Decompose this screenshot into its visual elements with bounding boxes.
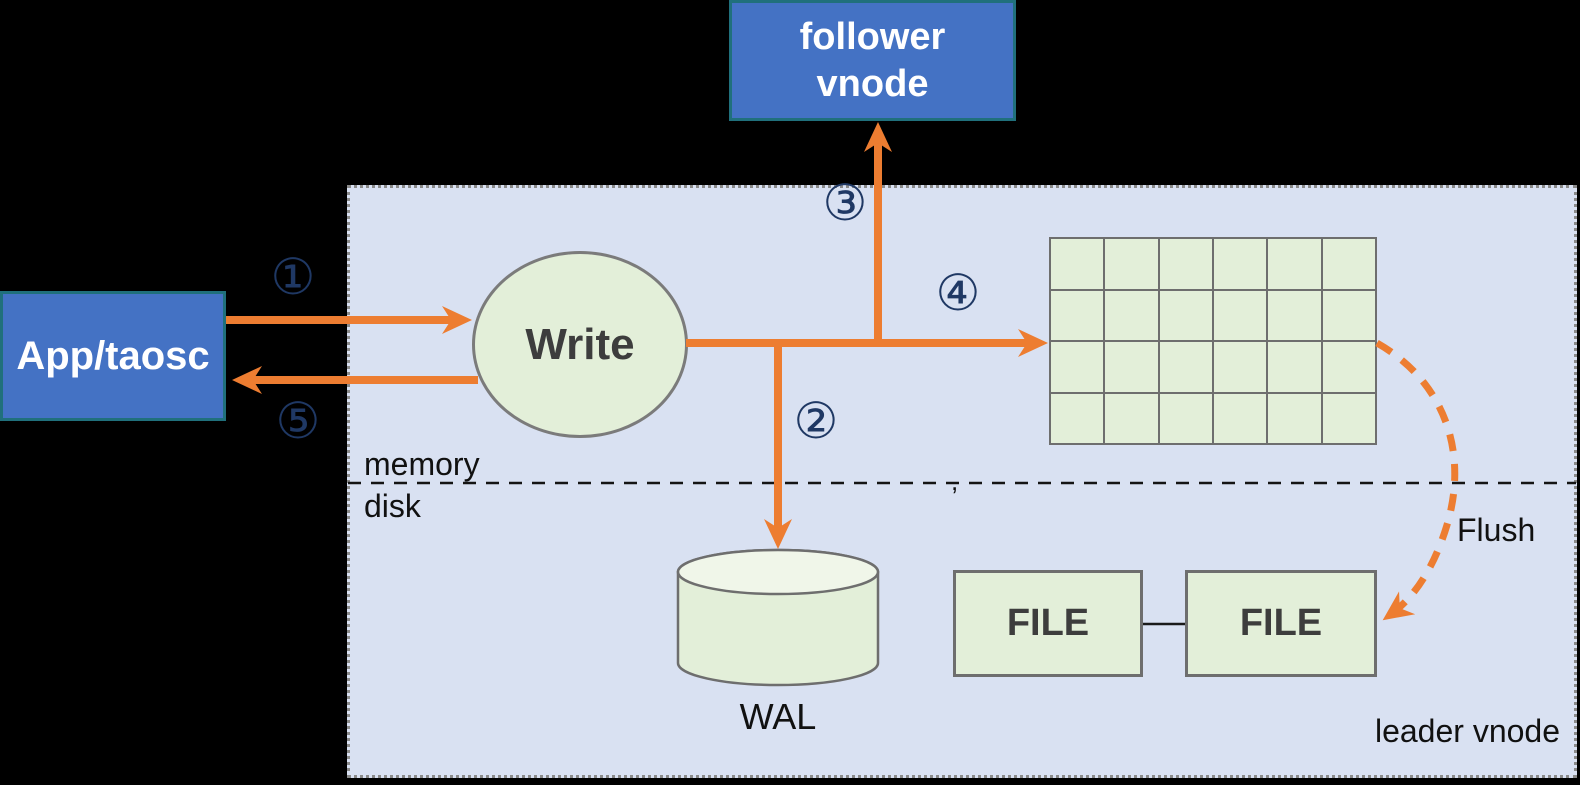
memtable-cell bbox=[1105, 342, 1158, 392]
write-circle: Write bbox=[472, 251, 688, 438]
memtable-cell bbox=[1268, 342, 1321, 392]
leader-vnode-label: leader vnode bbox=[1374, 713, 1560, 749]
memtable-cell bbox=[1322, 290, 1375, 340]
memtable-cell bbox=[1322, 342, 1375, 392]
memtable-cell bbox=[1159, 393, 1212, 443]
app-taosc-label: App/taosc bbox=[16, 333, 210, 378]
step-4-badge: ④ bbox=[935, 264, 981, 322]
memtable-cell bbox=[1322, 393, 1375, 443]
memtable-cell bbox=[1213, 393, 1267, 443]
memtable-cell bbox=[1213, 239, 1267, 289]
memtable-cell bbox=[1213, 342, 1267, 392]
memtable-cell bbox=[1268, 239, 1321, 289]
memory-label: memory bbox=[364, 446, 480, 482]
wal-label: WAL bbox=[739, 696, 817, 737]
step-5-badge: ⑤ bbox=[275, 392, 321, 450]
app-taosc-box: App/taosc bbox=[0, 291, 226, 421]
flush-label: Flush bbox=[1457, 512, 1536, 548]
follower-vnode-box: follower vnode bbox=[729, 0, 1016, 121]
memtable-cell bbox=[1322, 239, 1375, 289]
step-2-badge: ② bbox=[793, 392, 839, 450]
memtable-grid bbox=[1049, 237, 1377, 445]
follower-vnode-label-line2: vnode bbox=[816, 62, 929, 105]
stray-comma-mark: , bbox=[951, 466, 959, 496]
step-1-badge: ① bbox=[270, 248, 316, 306]
file-right-label: FILE bbox=[1239, 602, 1323, 644]
write-label: Write bbox=[525, 319, 635, 369]
memtable-cell bbox=[1159, 239, 1212, 289]
memtable-cell bbox=[1213, 290, 1267, 340]
memtable-cell bbox=[1105, 239, 1158, 289]
memtable-cell bbox=[1105, 290, 1158, 340]
memtable-cell bbox=[1159, 342, 1212, 392]
follower-vnode-label-line1: follower bbox=[799, 16, 946, 59]
memtable-cell bbox=[1051, 290, 1104, 340]
memtable-cell bbox=[1159, 290, 1212, 340]
memtable-cell bbox=[1051, 342, 1104, 392]
memtable-cell bbox=[1105, 393, 1158, 443]
memtable-cell bbox=[1051, 393, 1104, 443]
memtable-cell bbox=[1268, 290, 1321, 340]
memtable-cell bbox=[1268, 393, 1321, 443]
file-left-label: FILE bbox=[1006, 602, 1090, 644]
file-box-left: FILE bbox=[953, 570, 1143, 677]
step-3-badge: ③ bbox=[822, 174, 868, 232]
memtable-cell bbox=[1051, 239, 1104, 289]
disk-label: disk bbox=[364, 488, 421, 524]
file-box-right: FILE bbox=[1185, 570, 1377, 677]
